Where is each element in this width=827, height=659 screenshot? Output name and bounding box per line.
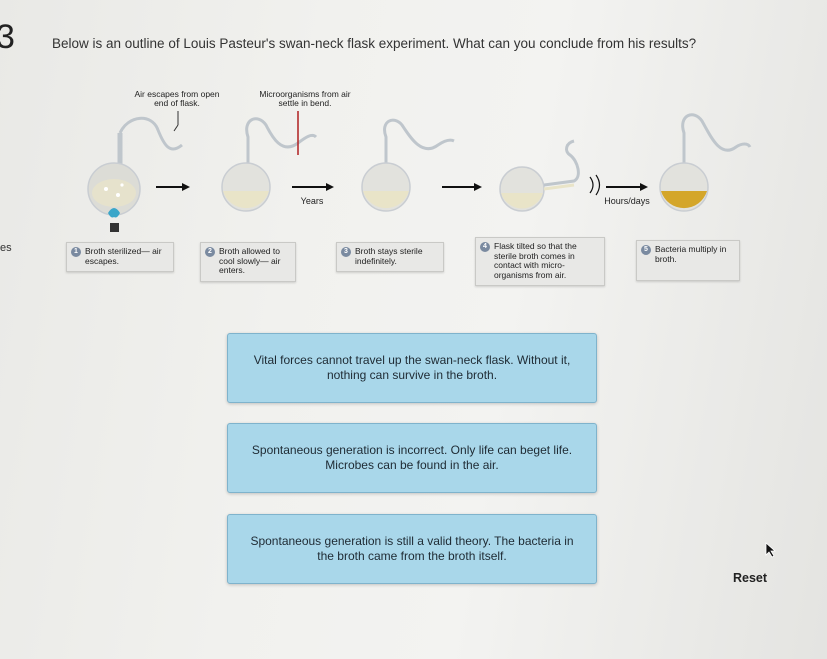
- flask-1: [87, 111, 183, 232]
- left-panel-fragment: es: [0, 242, 12, 254]
- answer-option-text: Spontaneous generation is still a valid …: [250, 534, 574, 563]
- step-text: Broth sterilized— air escapes.: [85, 246, 162, 266]
- answer-option-text: Vital forces cannot travel up the swan-n…: [253, 353, 571, 382]
- label-years: Years: [300, 196, 324, 206]
- step-text: Broth allowed to cool slowly— air enters…: [219, 246, 281, 275]
- step-text: Flask tilted so that the sterile broth c…: [494, 241, 577, 280]
- step-2: 2 Broth allowed to cool slowly— air ente…: [200, 242, 296, 282]
- step-text: Bacteria multiply in broth.: [655, 244, 727, 264]
- step-number: 1: [71, 247, 81, 257]
- question-prompt: Below is an outline of Louis Pasteur's s…: [52, 36, 697, 51]
- step-1: 1 Broth sterilized— air escapes.: [66, 242, 174, 272]
- step-4: 4 Flask tilted so that the sterile broth…: [475, 237, 605, 286]
- step-number: 4: [480, 242, 490, 252]
- answer-option-1[interactable]: Vital forces cannot travel up the swan-n…: [227, 333, 597, 403]
- flask-2: [221, 111, 318, 212]
- label-air-escapes: Air escapes from open end of flask.: [134, 89, 220, 108]
- answer-option-3[interactable]: Spontaneous generation is still a valid …: [227, 514, 597, 584]
- step-3: 3 Broth stays sterile indefinitely.: [336, 242, 444, 272]
- step-5: 5 Bacteria multiply in broth.: [636, 240, 740, 281]
- pasteur-experiment-figure: Air escapes from open end of flask. Micr…: [60, 85, 760, 310]
- flask-4: [499, 139, 601, 212]
- answer-option-text: Spontaneous generation is incorrect. Onl…: [251, 443, 573, 472]
- label-hours-days: Hours/days: [604, 196, 650, 206]
- label-microorganisms: Microorganisms from air settle in bend.: [259, 89, 351, 108]
- reset-button[interactable]: Reset: [733, 571, 768, 585]
- flask-diagram: [87, 111, 752, 232]
- answer-option-2[interactable]: Spontaneous generation is incorrect. Onl…: [227, 423, 597, 493]
- step-number: 5: [641, 245, 651, 255]
- flask-5: [659, 113, 752, 212]
- mouse-cursor-icon: [765, 542, 777, 558]
- flask-3: [361, 118, 455, 212]
- step-number: 3: [341, 247, 351, 257]
- step-text: Broth stays sterile indefinitely.: [355, 246, 423, 266]
- question-number: 3: [0, 18, 15, 56]
- step-number: 2: [205, 247, 215, 257]
